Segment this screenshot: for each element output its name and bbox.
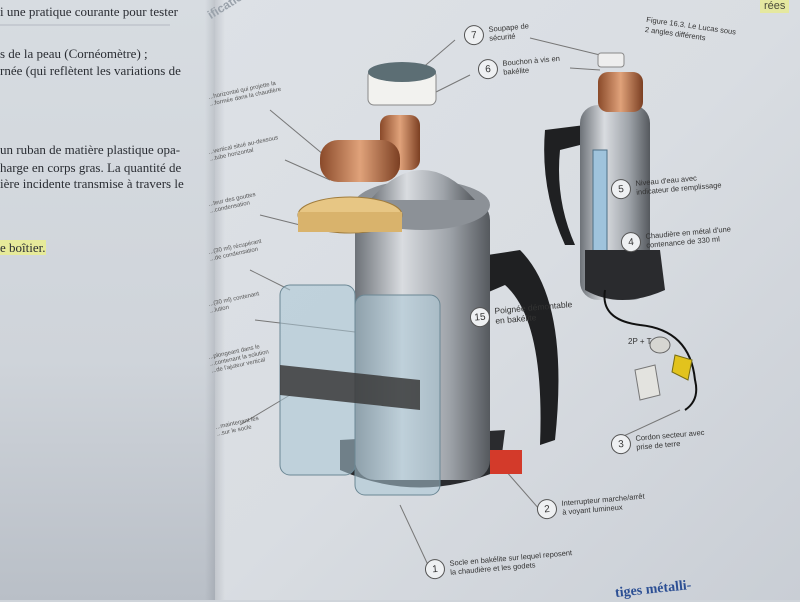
top-highlight: rées [760, 0, 790, 13]
power-switch [490, 450, 522, 474]
highlighted-text: e boîtier. [0, 240, 46, 255]
handle [455, 250, 559, 445]
power-cord [603, 289, 698, 411]
body-text-line: un ruban de matière plastique opa- [0, 142, 181, 157]
small-handle [544, 125, 585, 245]
body-text-line: i une pratique courante pour tester [0, 4, 178, 19]
beaker-clamp [280, 365, 420, 410]
body-text-line: ière incidente transmise à travers le [0, 176, 184, 191]
plug-type-label: 2P + T [628, 337, 652, 346]
wall-socket [634, 364, 661, 401]
copper-tube-horizontal [320, 140, 400, 182]
water-level-gauge [592, 149, 608, 256]
body-text-line: harge en corps gras. La quantité de [0, 160, 182, 175]
plug [671, 354, 693, 381]
body-text-line: s de la peau (Cornéomètre) ; [0, 46, 148, 61]
left-page: i une pratique courante pour tester s de… [0, 0, 215, 600]
book-gutter [205, 0, 225, 600]
faded-text-line [0, 24, 170, 26]
body-text-line: rnée (qui reflètent les variations de [0, 63, 181, 78]
